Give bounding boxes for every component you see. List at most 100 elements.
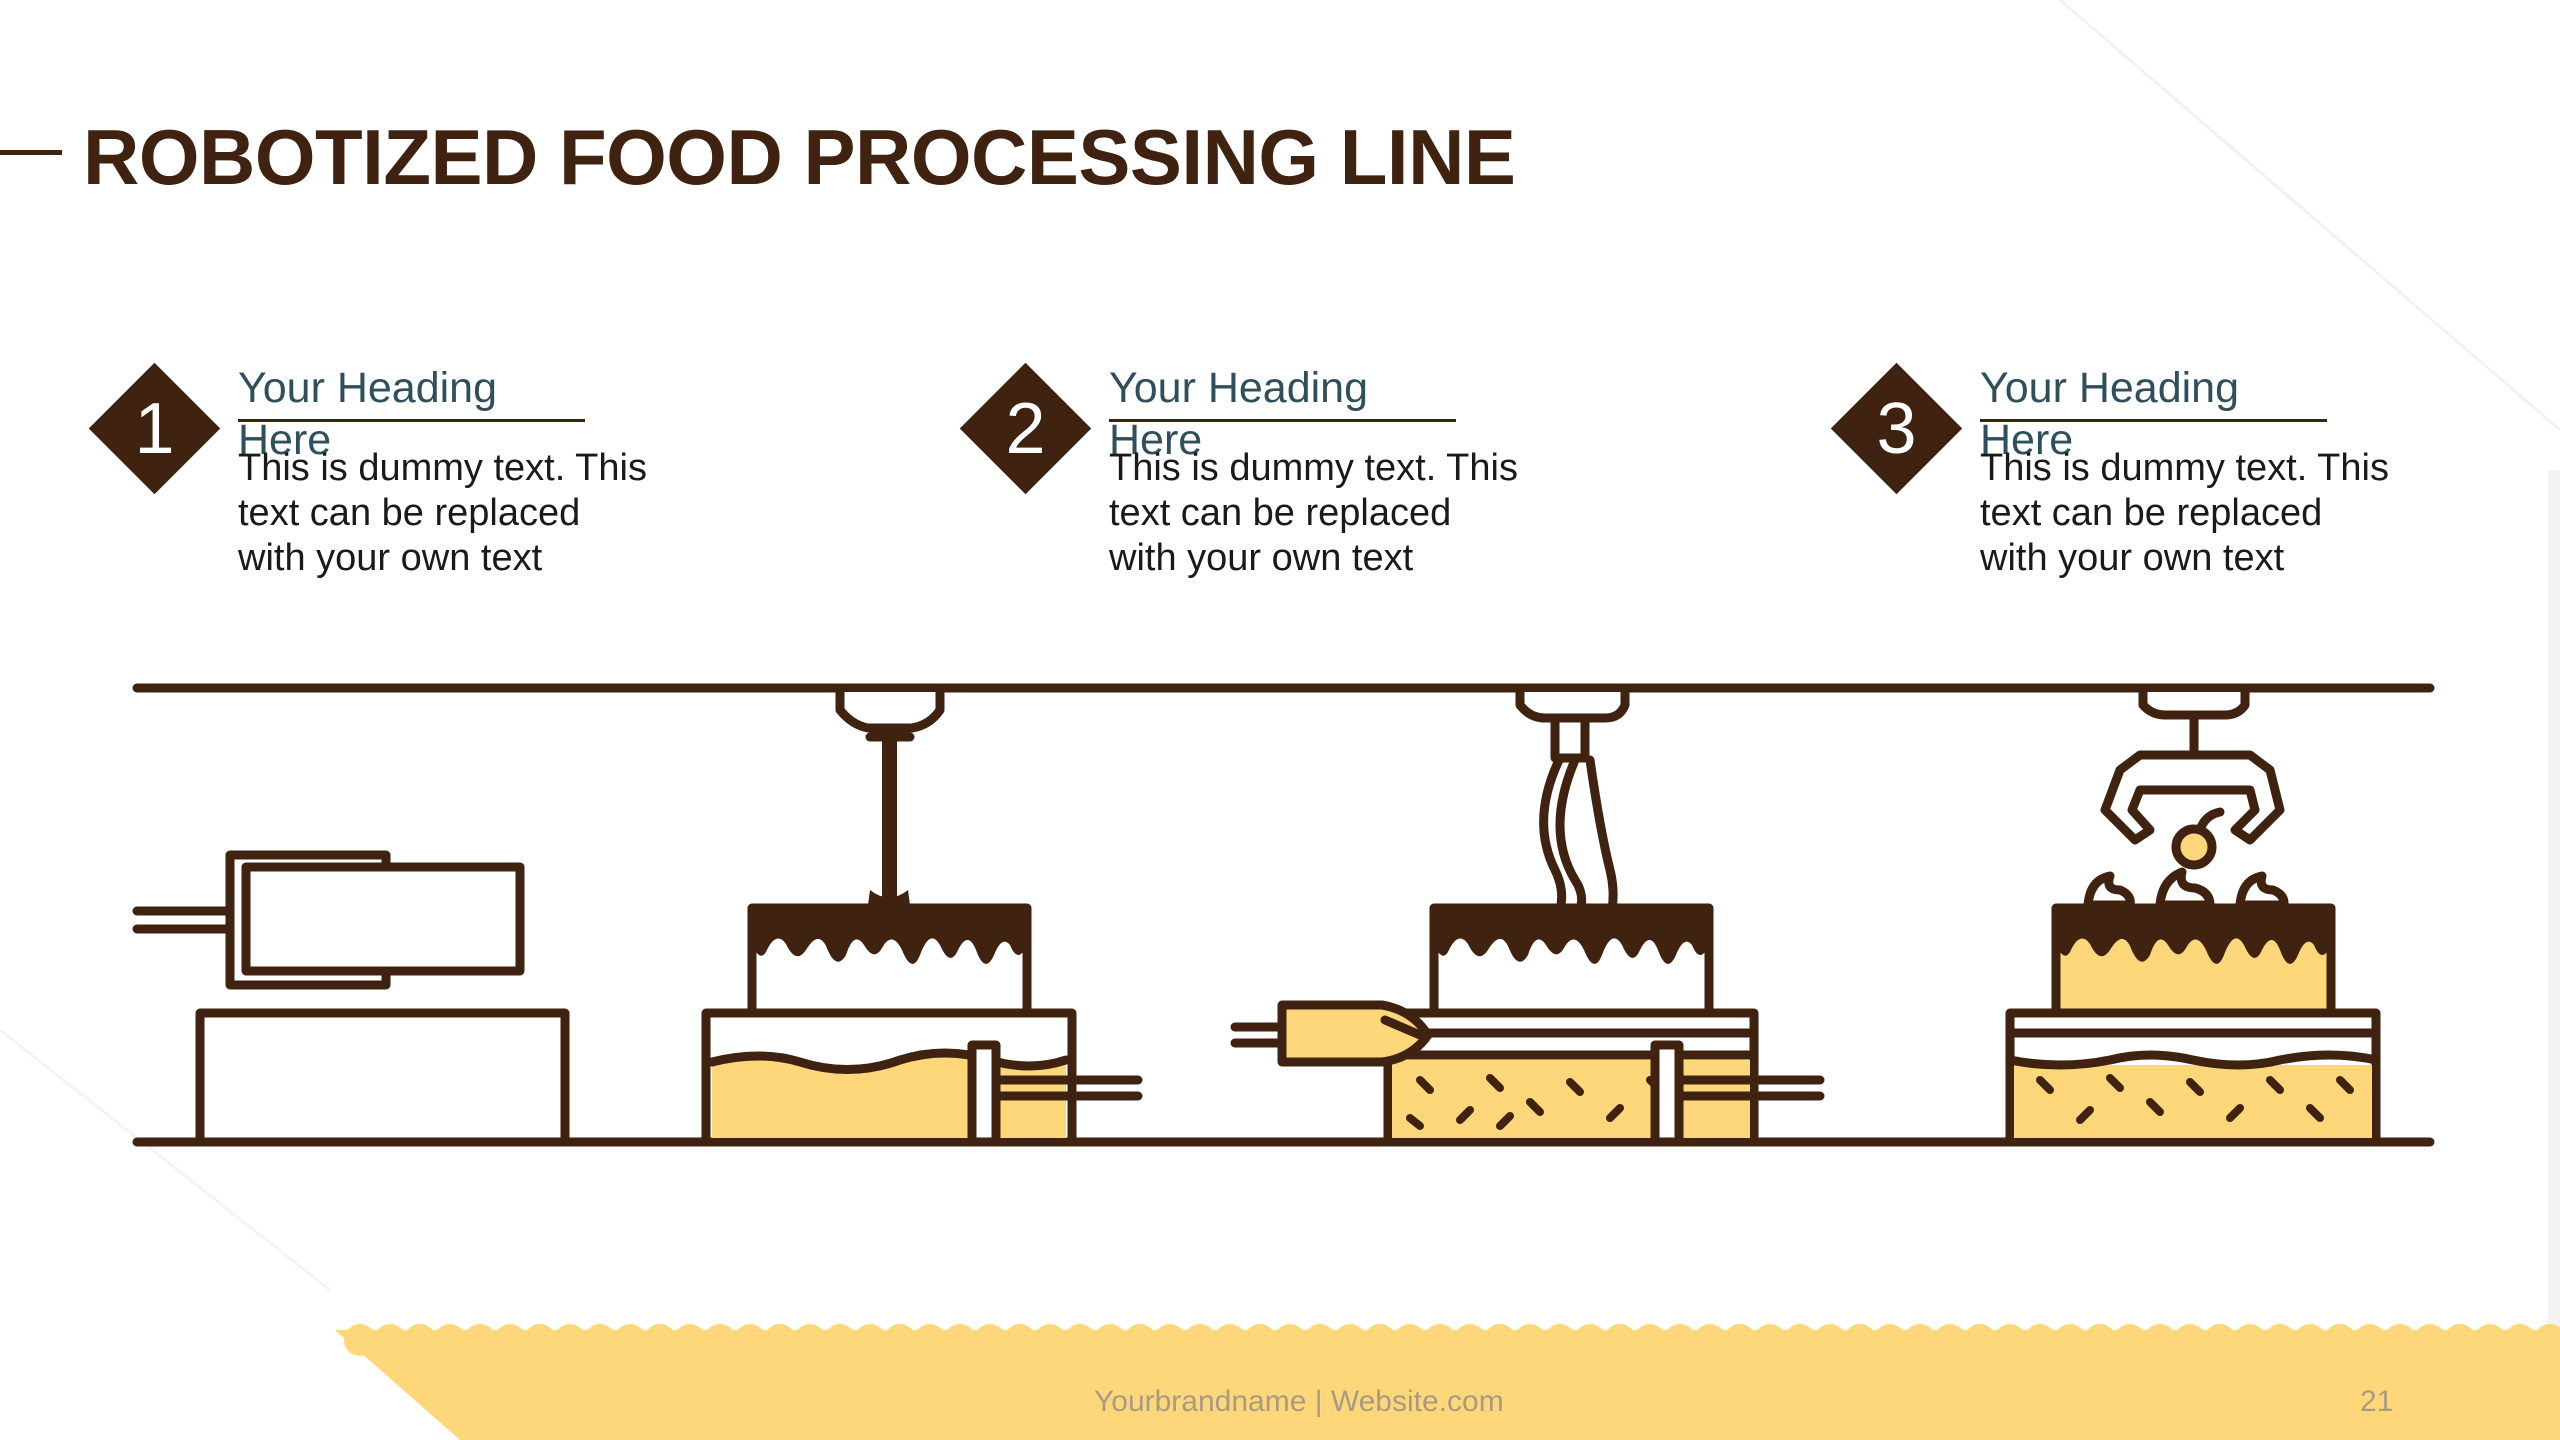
cake-layer-icon [1383,903,1825,1147]
scallop [1604,1324,1636,1356]
scallop [1544,1324,1576,1356]
scallop [2504,1324,2536,1356]
cake-layer-icon [2005,903,2381,1147]
step-heading: Your Heading Here [1109,364,1369,464]
scallop [824,1324,856,1356]
scallop [2234,1324,2266,1356]
scallop [1454,1324,1486,1356]
cream-swirl-icon [2083,867,2289,910]
step-1: 1 Your Heading Here This is dummy text. … [88,362,728,642]
cream-feed-icon [1515,687,1630,915]
scallop [2294,1324,2326,1356]
scallop [1364,1324,1396,1356]
scallop [2264,1324,2296,1356]
scallop [1874,1324,1906,1356]
scallop [584,1324,616,1356]
cherry-topping-icon [2171,807,2225,870]
scallop [974,1324,1006,1356]
scallop [2414,1324,2446,1356]
scallop [944,1324,976,1356]
scallop [1844,1324,1876,1356]
scallop [674,1324,706,1356]
footer-brand: Yourbrandname | Website.com [1094,1385,1504,1418]
scallop [1424,1324,1456,1356]
scallop [2144,1324,2176,1356]
scallop [1274,1324,1306,1356]
scallop [1814,1324,1846,1356]
scallop [1154,1324,1186,1356]
cake-layer-icon [701,903,1143,1147]
step-text: This is dummy text. This text can be rep… [1980,447,2389,579]
step-number-badge: 3 [1830,362,1963,495]
scallop [1094,1324,1126,1356]
scallop [1964,1324,1996,1356]
piston-pusher-icon [132,850,570,1147]
scallop [1214,1324,1246,1356]
heading-underline [238,419,585,422]
step-2: 2 Your Heading Here This is dummy text. … [959,362,1599,642]
cream-injector-icon [1230,1000,1433,1067]
scallop [734,1324,766,1356]
title-accent-dash [0,150,62,155]
scallop [1064,1324,1096,1356]
scallop [644,1324,676,1356]
scallop [884,1324,916,1356]
scallop [1994,1324,2026,1356]
scallop [1694,1324,1726,1356]
scallop [1934,1324,1966,1356]
scallop [914,1324,946,1356]
step-heading: Your Heading Here [1980,364,2240,464]
scallop [2204,1324,2236,1356]
scallop [494,1324,526,1356]
heading-underline [1109,419,1456,422]
scallop [2114,1324,2146,1356]
chocolate-pour-nozzle-icon [835,687,945,905]
scallop [1034,1324,1066,1356]
step-text: This is dummy text. This text can be rep… [1109,447,1518,579]
scallop [1304,1324,1336,1356]
scallop [2174,1324,2206,1356]
step-number-badge: 1 [88,362,221,495]
scallop [524,1324,556,1356]
scallop [2354,1324,2386,1356]
step-number: 1 [134,388,175,469]
robot-gripper-icon [2100,687,2285,845]
scallop [764,1324,796,1356]
scallop [2474,1324,2506,1356]
step-text: This is dummy text. This text can be rep… [238,447,647,579]
step-number: 2 [1005,388,1046,469]
scallop [1004,1324,1036,1356]
scallop [2444,1324,2476,1356]
step-heading: Your Heading Here [238,364,498,464]
scallop [1334,1324,1366,1356]
scallop [374,1324,406,1356]
scallop [404,1324,436,1356]
scallop [1124,1324,1156,1356]
scallop [2054,1324,2086,1356]
scallop [344,1324,376,1356]
scallop [1484,1324,1516,1356]
scallop [1754,1324,1786,1356]
page-number: 21 [2360,1385,2394,1418]
scallop [1514,1324,1546,1356]
scallop [854,1324,886,1356]
scallop [1784,1324,1816,1356]
scallop [1244,1324,1276,1356]
scallop [434,1324,466,1356]
heading-underline [1980,419,2327,422]
scallop [794,1324,826,1356]
scallop [1664,1324,1696,1356]
scallop [2324,1324,2356,1356]
scallop [1394,1324,1426,1356]
scallop [1904,1324,1936,1356]
scallop [464,1324,496,1356]
footer-band [335,1324,2560,1440]
step-number-badge: 2 [959,362,1092,495]
scallop [1634,1324,1666,1356]
scallop [2534,1324,2560,1356]
slide-title: ROBOTIZED FOOD PROCESSING LINE [83,113,1516,201]
step-3: 3 Your Heading Here This is dummy text. … [1830,362,2470,642]
